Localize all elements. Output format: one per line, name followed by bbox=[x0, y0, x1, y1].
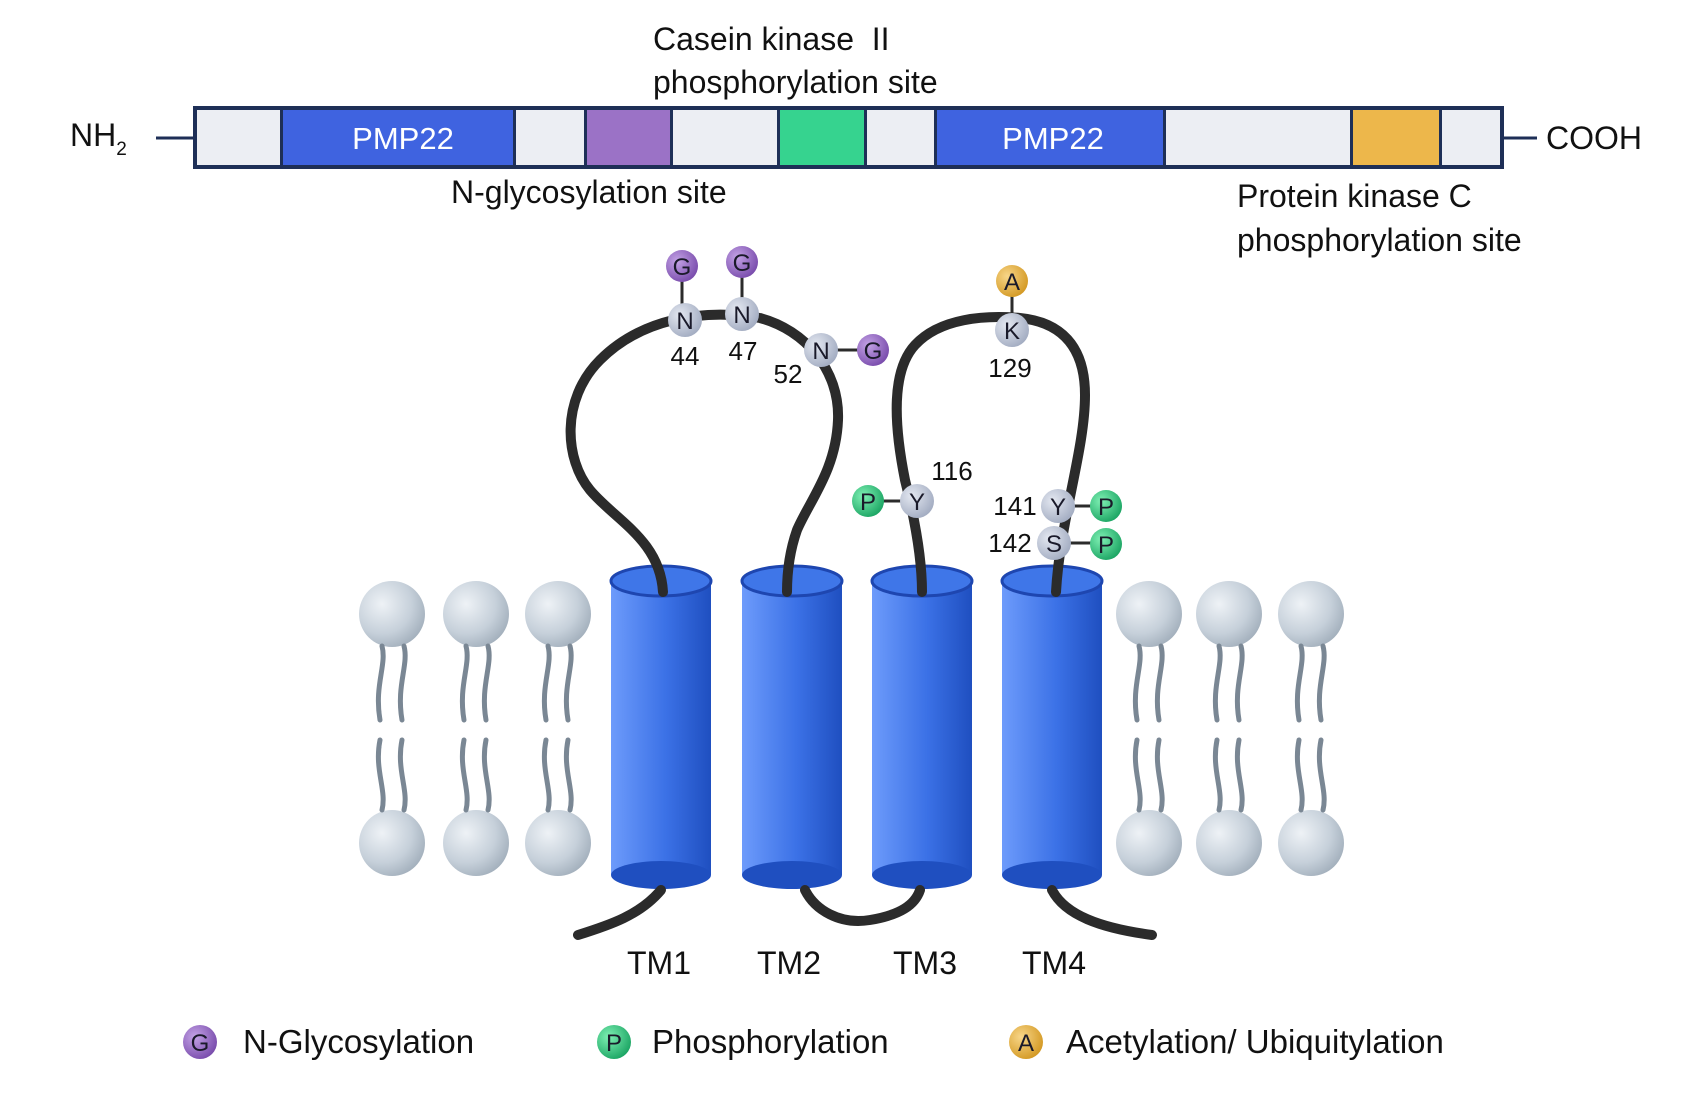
lipid-molecule bbox=[1278, 581, 1344, 876]
legend-g-marker bbox=[183, 1025, 217, 1059]
residue-marker bbox=[804, 333, 838, 367]
svg-text:N: N bbox=[812, 338, 829, 365]
residue-n47: G N 47 bbox=[725, 246, 759, 366]
intracellular-loop bbox=[800, 885, 925, 926]
segment-blank-6 bbox=[1442, 110, 1500, 165]
phosphate-marker bbox=[852, 485, 884, 517]
residue-n44: G N 44 bbox=[666, 250, 702, 371]
svg-text:G: G bbox=[673, 254, 692, 281]
segment-protein-kinase-c bbox=[1353, 110, 1439, 165]
lipid-molecule bbox=[525, 581, 591, 876]
legend-item-glycosylation: G N-Glycosylation bbox=[183, 1023, 474, 1060]
residue-k129: A K 129 bbox=[988, 265, 1032, 383]
residue-marker bbox=[725, 297, 759, 331]
residue-n52: N G 52 bbox=[774, 333, 889, 389]
svg-text:K: K bbox=[1004, 318, 1020, 345]
legend-item-acetylation: A Acetylation/ Ubiquitylation bbox=[1009, 1023, 1444, 1060]
segment-blank-2 bbox=[516, 110, 584, 165]
tm1-label: TM1 bbox=[627, 945, 691, 981]
svg-text:N: N bbox=[676, 308, 693, 335]
pmp22-domain-label-2: PMP22 bbox=[1002, 121, 1104, 156]
segment-pmp22-1 bbox=[283, 110, 513, 165]
svg-text:P: P bbox=[860, 489, 876, 516]
tm2-label: TM2 bbox=[757, 945, 821, 981]
c-terminus-label: COOH bbox=[1546, 120, 1642, 156]
segment-pmp22-2 bbox=[937, 110, 1163, 165]
svg-text:G: G bbox=[864, 338, 883, 365]
residue-marker bbox=[1041, 489, 1075, 523]
lipid-molecule bbox=[443, 581, 509, 876]
svg-text:141: 141 bbox=[993, 491, 1036, 521]
lipid-molecule bbox=[1196, 581, 1262, 876]
legend-a-marker bbox=[1009, 1025, 1043, 1059]
legend-p-marker bbox=[597, 1025, 631, 1059]
residue-s142: S P 142 bbox=[988, 526, 1122, 560]
residue-marker bbox=[668, 303, 702, 337]
legend-item-phosphorylation: P Phosphorylation bbox=[597, 1023, 889, 1060]
svg-text:Y: Y bbox=[909, 489, 925, 516]
pkc-label-line2: phosphorylation site bbox=[1237, 222, 1522, 258]
svg-text:129: 129 bbox=[988, 353, 1031, 383]
segment-blank-4 bbox=[867, 110, 934, 165]
extracellular-loop-1 bbox=[565, 309, 844, 597]
tm4-helix bbox=[1000, 564, 1104, 889]
phosphate-marker bbox=[1090, 490, 1122, 522]
svg-text:44: 44 bbox=[671, 341, 700, 371]
glycan-marker bbox=[666, 250, 698, 282]
segment-blank-1 bbox=[197, 110, 280, 165]
svg-text:47: 47 bbox=[729, 336, 758, 366]
svg-text:116: 116 bbox=[931, 456, 972, 486]
svg-text:N-Glycosylation: N-Glycosylation bbox=[243, 1023, 474, 1060]
casein-kinase-label-line2: phosphorylation site bbox=[653, 64, 938, 100]
svg-text:A: A bbox=[1004, 269, 1020, 296]
svg-text:Y: Y bbox=[1050, 494, 1066, 521]
n-terminus-label: NH2 bbox=[70, 117, 127, 160]
residue-y116: P Y 116 bbox=[852, 456, 973, 518]
n-terminal-tail bbox=[573, 885, 666, 940]
tm3-label: TM3 bbox=[893, 945, 957, 981]
legend: G N-Glycosylation P Phosphorylation A Ac… bbox=[183, 1023, 1444, 1060]
phosphate-marker bbox=[1090, 528, 1122, 560]
lipid-molecule bbox=[1116, 581, 1182, 876]
pkc-label-line1: Protein kinase C bbox=[1237, 178, 1472, 214]
svg-text:A: A bbox=[1018, 1030, 1034, 1057]
n-glycosylation-site-label: N-glycosylation site bbox=[451, 174, 727, 210]
tm1-helix bbox=[609, 564, 713, 889]
casein-kinase-label-line1: Casein kinase II bbox=[653, 21, 890, 57]
segment-blank-5 bbox=[1166, 110, 1350, 165]
svg-text:G: G bbox=[733, 250, 752, 277]
pmp22-domain-label-1: PMP22 bbox=[352, 121, 454, 156]
svg-text:P: P bbox=[606, 1030, 622, 1057]
residue-marker bbox=[1037, 526, 1071, 560]
glycan-marker bbox=[726, 246, 758, 278]
segment-casein-kinase bbox=[780, 110, 864, 165]
c-terminal-tail bbox=[1047, 885, 1157, 940]
domain-bar: NH2 COOH PMP22 PMP22 Casein kinase II bbox=[70, 21, 1642, 258]
svg-text:Acetylation/ Ubiquitylation: Acetylation/ Ubiquitylation bbox=[1066, 1023, 1444, 1060]
extracellular-loop-2 bbox=[891, 312, 1091, 597]
tm3-helix bbox=[870, 564, 974, 889]
tm4-label: TM4 bbox=[1022, 945, 1086, 981]
residue-y141: Y P 141 bbox=[993, 489, 1122, 523]
svg-text:P: P bbox=[1098, 494, 1114, 521]
svg-text:G: G bbox=[191, 1030, 210, 1057]
residue-marker bbox=[995, 313, 1029, 347]
svg-text:Phosphorylation: Phosphorylation bbox=[652, 1023, 889, 1060]
tm2-helix bbox=[740, 564, 844, 889]
glycan-marker bbox=[857, 334, 889, 366]
svg-text:52: 52 bbox=[774, 359, 803, 389]
svg-text:N: N bbox=[733, 302, 750, 329]
segment-blank-3 bbox=[673, 110, 777, 165]
segment-dividers bbox=[280, 108, 1442, 167]
lipid-molecule bbox=[359, 581, 425, 876]
residue-marker bbox=[900, 484, 934, 518]
acetyl-marker bbox=[996, 265, 1028, 297]
segment-n-glycosylation bbox=[587, 110, 670, 165]
lipid-bilayer bbox=[359, 581, 1344, 876]
svg-text:S: S bbox=[1046, 531, 1062, 558]
svg-text:142: 142 bbox=[988, 528, 1031, 558]
svg-text:P: P bbox=[1098, 532, 1114, 559]
